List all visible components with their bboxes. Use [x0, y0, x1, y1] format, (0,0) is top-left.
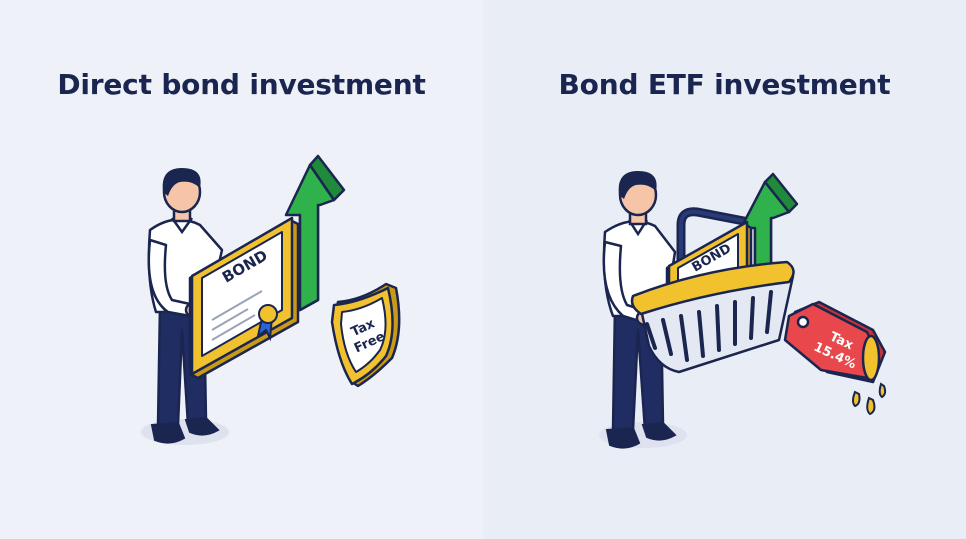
heading-bond-etf: Bond ETF investment — [558, 68, 891, 101]
panel-bond-etf: Bond ETF investment BOND — [483, 0, 966, 539]
shopping-basket-icon — [630, 260, 795, 374]
tax-price-tag-icon — [783, 300, 887, 384]
heading-direct-bond: Direct bond investment — [57, 68, 426, 101]
shoe-left — [150, 421, 186, 444]
shirt-collar — [170, 217, 194, 235]
bond-etf-illustration: BOND Tax 15.4% — [599, 171, 887, 449]
dripping-coins-icon — [852, 382, 887, 416]
person-hair — [618, 171, 657, 199]
panel-direct-bond: Direct bond investment — [57, 68, 426, 445]
shoe-left — [605, 426, 641, 449]
certificate-seal-icon — [256, 304, 278, 342]
shoe-right — [641, 421, 677, 441]
shoe-right — [184, 416, 220, 436]
tax-free-shield-icon — [330, 282, 401, 388]
person-hair — [162, 168, 201, 196]
growth-arrow-icon — [284, 154, 346, 312]
direct-bond-illustration: BOND Tax Free — [141, 154, 401, 445]
